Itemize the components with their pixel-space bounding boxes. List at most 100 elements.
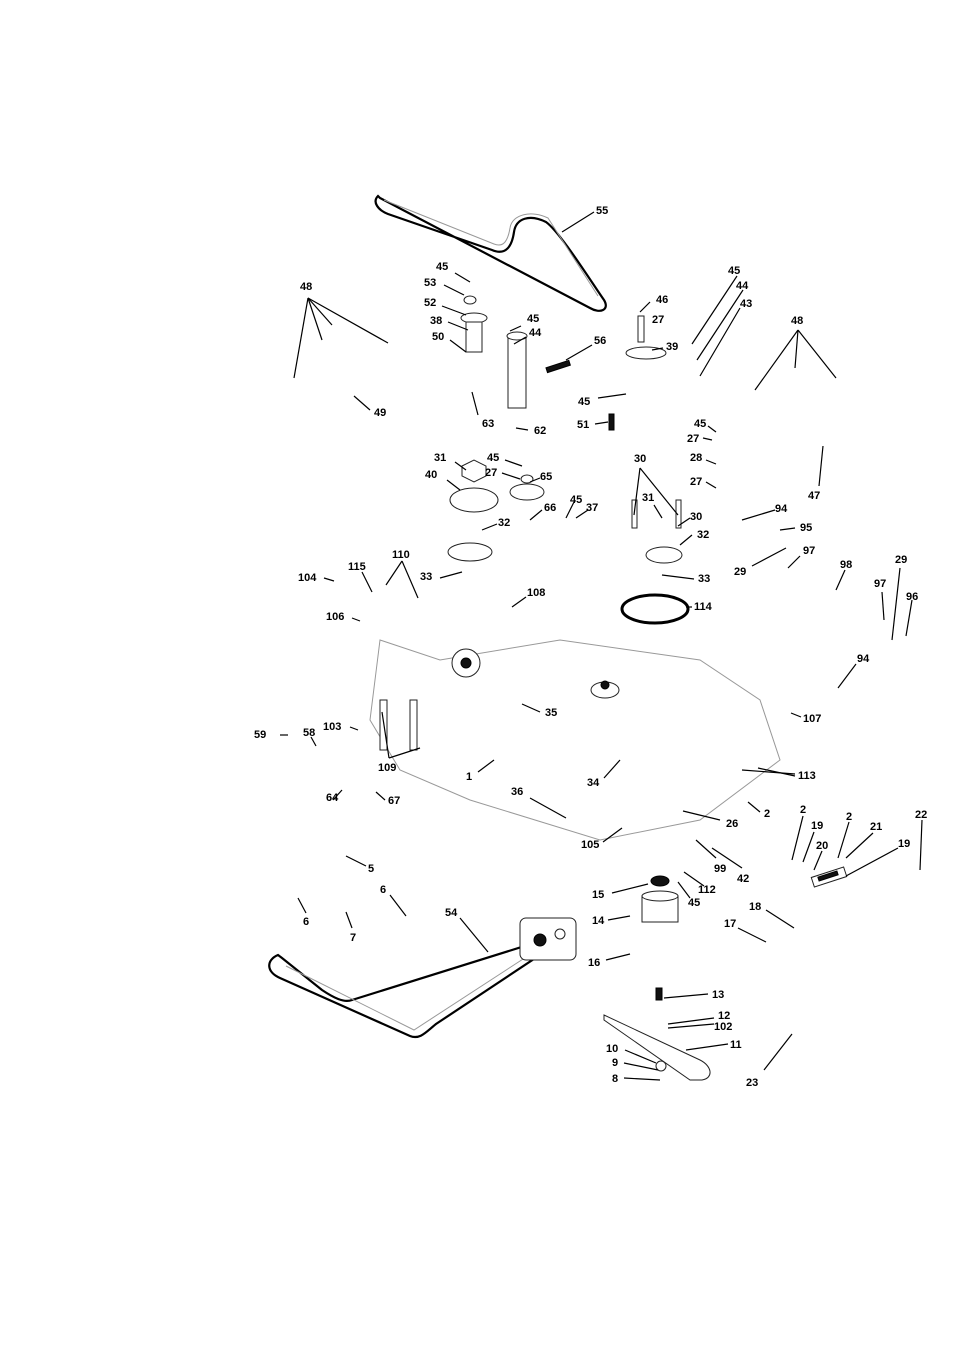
spindle-pulley-right: [625, 315, 667, 360]
callout-23: 23: [746, 1077, 758, 1089]
callout-7: 7: [350, 932, 356, 944]
callout-17: 17: [724, 918, 736, 930]
callout-48: 48: [791, 315, 803, 327]
callout-33: 33: [698, 573, 710, 585]
callout-37: 37: [586, 502, 598, 514]
callout-36: 36: [511, 786, 523, 798]
callout-48: 48: [300, 281, 312, 293]
spindle-housing-left: [447, 542, 493, 562]
callout-67: 67: [388, 795, 400, 807]
callout-66: 66: [544, 502, 556, 514]
callout-95: 95: [800, 522, 812, 534]
gearbox-54: [519, 917, 577, 961]
callout-2: 2: [764, 808, 770, 820]
callout-63: 63: [482, 418, 494, 430]
callout-108: 108: [527, 587, 545, 599]
callout-29: 29: [734, 566, 746, 578]
callout-96: 96: [906, 591, 918, 603]
callout-49: 49: [374, 407, 386, 419]
upper-drive-belt-inner: [383, 199, 599, 297]
callout-5: 5: [368, 863, 374, 875]
callout-21: 21: [870, 821, 882, 833]
callout-20: 20: [816, 840, 828, 852]
callout-52: 52: [424, 297, 436, 309]
deck-housing: [369, 639, 781, 841]
callout-26: 26: [726, 818, 738, 830]
callout-42: 42: [737, 873, 749, 885]
blade-washer: [655, 1060, 667, 1072]
left-bracket: [379, 699, 418, 751]
callout-94: 94: [775, 503, 788, 515]
callout-6: 6: [380, 884, 386, 896]
callout-31: 31: [434, 452, 446, 464]
callout-19: 19: [811, 820, 823, 832]
callout-112: 112: [698, 884, 716, 896]
callout-47: 47: [808, 490, 820, 502]
callout-32: 32: [697, 529, 709, 541]
callout-16: 16: [588, 957, 600, 969]
callout-43: 43: [740, 298, 752, 310]
spring-51: [608, 413, 615, 431]
callout-45: 45: [728, 265, 740, 277]
callout-39: 39: [666, 341, 678, 353]
callout-102: 102: [714, 1021, 732, 1033]
callout-19: 19: [898, 838, 910, 850]
callout-62: 62: [534, 425, 546, 437]
callout-115: 115: [348, 561, 366, 573]
callout-22: 22: [915, 809, 927, 821]
callout-2: 2: [846, 811, 852, 823]
callout-13: 13: [712, 989, 724, 1001]
callout-97: 97: [874, 578, 886, 590]
callout-1: 1: [466, 771, 472, 783]
center-spindle: [451, 648, 481, 678]
callout-104: 104: [298, 572, 317, 584]
callout-40: 40: [425, 469, 437, 481]
callout-45: 45: [694, 418, 706, 430]
callout-94: 94: [857, 653, 870, 665]
callout-106: 106: [326, 611, 344, 623]
callout-64: 64: [326, 792, 339, 804]
callout-30: 30: [690, 511, 702, 523]
callout-29: 29: [895, 554, 907, 566]
callout-2: 2: [800, 804, 806, 816]
callout-56: 56: [594, 335, 606, 347]
callout-107: 107: [803, 713, 821, 725]
idler-arm: [506, 331, 528, 409]
callout-9: 9: [612, 1057, 618, 1069]
callout-97: 97: [803, 545, 815, 557]
callout-65: 65: [540, 471, 552, 483]
callout-45: 45: [688, 897, 700, 909]
upper-drive-belt: [374, 194, 607, 312]
callout-55: 55: [596, 205, 608, 217]
callout-98: 98: [840, 559, 852, 571]
callout-38: 38: [430, 315, 442, 327]
gasket-114: [620, 593, 690, 625]
callout-33: 33: [420, 571, 432, 583]
callout-30: 30: [634, 453, 646, 465]
pulley-15: [641, 875, 679, 923]
callout-8: 8: [612, 1073, 618, 1085]
callout-11: 11: [730, 1039, 742, 1051]
bolt-13: [655, 987, 663, 1001]
callout-12: 12: [718, 1010, 730, 1022]
callout-28: 28: [690, 452, 702, 464]
callout-27: 27: [690, 476, 702, 488]
callout-27: 27: [652, 314, 664, 326]
callout-31: 31: [642, 492, 654, 504]
callout-labels: 55 45 53 52 38 50 45 44 56 46 27 39 45 4…: [254, 205, 927, 1089]
callout-113: 113: [798, 770, 816, 782]
callout-45: 45: [487, 452, 499, 464]
callout-59: 59: [254, 729, 266, 741]
callout-51: 51: [577, 419, 589, 431]
callout-46: 46: [656, 294, 668, 306]
callout-44: 44: [736, 280, 749, 292]
callout-45: 45: [578, 396, 590, 408]
callout-14: 14: [592, 915, 605, 927]
callout-58: 58: [303, 727, 315, 739]
callout-18: 18: [749, 901, 761, 913]
lower-drive-belt-inner: [285, 947, 541, 1031]
callout-35: 35: [545, 707, 557, 719]
callout-6: 6: [303, 916, 309, 928]
callout-50: 50: [432, 331, 444, 343]
